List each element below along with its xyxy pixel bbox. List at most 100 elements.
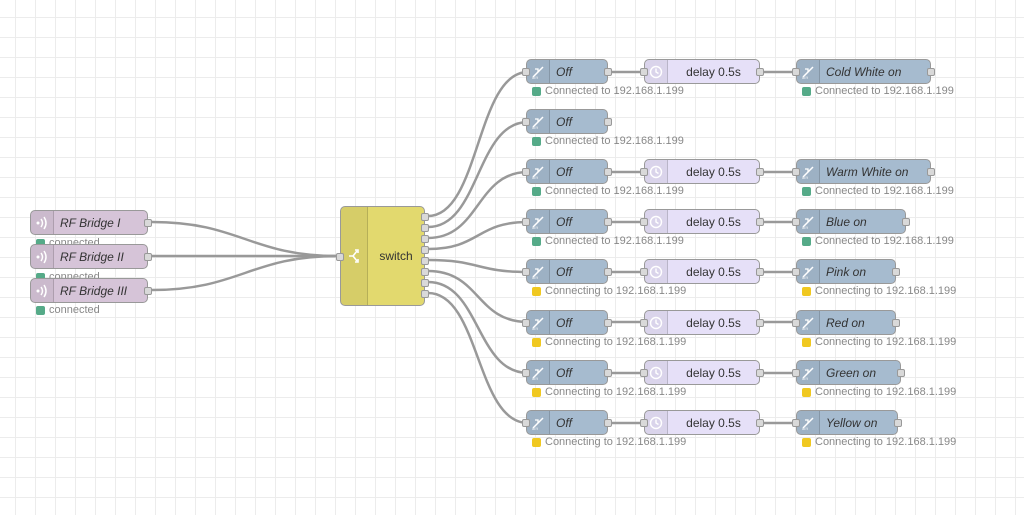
delay-node[interactable]: delay 0.5s <box>640 310 764 335</box>
output-port[interactable] <box>897 369 905 377</box>
delay-node[interactable]: delay 0.5s <box>640 410 764 435</box>
output-port[interactable] <box>604 168 612 176</box>
node-status: Connected to 192.168.1.199 <box>802 185 954 197</box>
input-port[interactable] <box>522 268 530 276</box>
output-port[interactable] <box>604 369 612 377</box>
mqtt-out-node[interactable]: o(() Off <box>522 59 612 84</box>
output-port[interactable] <box>927 168 935 176</box>
output-port[interactable] <box>421 213 429 221</box>
mqtt-out-node[interactable]: o(() Red on <box>792 310 900 335</box>
switch-node[interactable]: switch <box>336 206 429 306</box>
output-port[interactable] <box>421 246 429 254</box>
input-port[interactable] <box>640 319 648 327</box>
mqtt-out-node[interactable]: o(() Warm White on <box>792 159 935 184</box>
output-port[interactable] <box>421 290 429 298</box>
rf-bridge-node[interactable]: RF Bridge III <box>30 278 152 303</box>
output-port[interactable] <box>756 168 764 176</box>
input-port[interactable] <box>792 68 800 76</box>
output-port[interactable] <box>421 224 429 232</box>
wire[interactable] <box>427 70 529 218</box>
input-port[interactable] <box>640 218 648 226</box>
output-port[interactable] <box>892 268 900 276</box>
input-port[interactable] <box>792 319 800 327</box>
input-port[interactable] <box>336 253 344 261</box>
output-port[interactable] <box>421 257 429 265</box>
input-port[interactable] <box>522 218 530 226</box>
output-port[interactable] <box>144 253 152 261</box>
mqtt-out-node[interactable]: o(() Off <box>522 109 612 134</box>
wire[interactable] <box>427 220 529 251</box>
wire[interactable] <box>427 291 529 425</box>
output-port[interactable] <box>144 287 152 295</box>
output-port[interactable] <box>421 279 429 287</box>
delay-node[interactable]: delay 0.5s <box>640 259 764 284</box>
input-port[interactable] <box>522 369 530 377</box>
node-label: delay 0.5s <box>686 415 741 430</box>
mqtt-out-node[interactable]: o(() Yellow on <box>792 410 902 435</box>
wire[interactable] <box>427 258 529 274</box>
mqtt-out-node[interactable]: o(() Off <box>522 159 612 184</box>
delay-node[interactable]: delay 0.5s <box>640 159 764 184</box>
input-port[interactable] <box>792 218 800 226</box>
input-port[interactable] <box>522 419 530 427</box>
wire[interactable] <box>427 269 529 324</box>
input-port[interactable] <box>792 268 800 276</box>
input-port[interactable] <box>640 168 648 176</box>
output-port[interactable] <box>756 268 764 276</box>
rf-bridge-node[interactable]: RF Bridge I <box>30 210 152 235</box>
output-port[interactable] <box>604 319 612 327</box>
svg-text:o((): o(() <box>802 75 809 79</box>
mqtt-out-node[interactable]: o(() Green on <box>792 360 905 385</box>
mqtt-out-node[interactable]: o(() Off <box>522 259 612 284</box>
status-text: Connecting to 192.168.1.199 <box>545 336 687 348</box>
input-port[interactable] <box>640 268 648 276</box>
mqtt-out-node[interactable]: o(() Off <box>522 360 612 385</box>
input-port[interactable] <box>792 369 800 377</box>
output-port[interactable] <box>892 319 900 327</box>
input-port[interactable] <box>640 68 648 76</box>
wire[interactable] <box>151 254 339 292</box>
delay-node[interactable]: delay 0.5s <box>640 209 764 234</box>
output-port[interactable] <box>421 268 429 276</box>
wire[interactable] <box>151 220 339 258</box>
mqtt-out-node[interactable]: o(() Off <box>522 310 612 335</box>
input-port[interactable] <box>522 168 530 176</box>
input-port[interactable] <box>522 68 530 76</box>
output-port[interactable] <box>756 319 764 327</box>
output-port[interactable] <box>604 419 612 427</box>
mqtt-out-node[interactable]: o(() Cold White on <box>792 59 935 84</box>
status-dot <box>36 238 45 248</box>
output-port[interactable] <box>756 218 764 226</box>
rf-bridge-node[interactable]: RF Bridge II <box>30 244 152 269</box>
mqtt-out-node[interactable]: o(() Off <box>522 410 612 435</box>
mqtt-out-node[interactable]: o(() Blue on <box>792 209 910 234</box>
wire[interactable] <box>427 170 529 240</box>
output-port[interactable] <box>604 218 612 226</box>
wire[interactable] <box>427 280 529 375</box>
output-port[interactable] <box>927 68 935 76</box>
output-port[interactable] <box>756 369 764 377</box>
delay-node[interactable]: delay 0.5s <box>640 59 764 84</box>
output-port[interactable] <box>604 68 612 76</box>
node-label: delay 0.5s <box>686 365 741 380</box>
mqtt-out-node[interactable]: o(() Off <box>522 209 612 234</box>
input-port[interactable] <box>640 419 648 427</box>
input-port[interactable] <box>792 168 800 176</box>
wire[interactable] <box>427 120 529 229</box>
node-label: Blue on <box>826 214 867 229</box>
input-port[interactable] <box>522 319 530 327</box>
input-port[interactable] <box>640 369 648 377</box>
input-port[interactable] <box>792 419 800 427</box>
output-port[interactable] <box>604 268 612 276</box>
output-port[interactable] <box>756 68 764 76</box>
mqtt-out-node[interactable]: o(() Pink on <box>792 259 900 284</box>
output-port[interactable] <box>756 419 764 427</box>
output-port[interactable] <box>902 218 910 226</box>
output-port[interactable] <box>144 219 152 227</box>
delay-node[interactable]: delay 0.5s <box>640 360 764 385</box>
output-port[interactable] <box>421 235 429 243</box>
input-port[interactable] <box>522 118 530 126</box>
status-text: Connecting to 192.168.1.199 <box>815 436 957 448</box>
output-port[interactable] <box>894 419 902 427</box>
output-port[interactable] <box>604 118 612 126</box>
